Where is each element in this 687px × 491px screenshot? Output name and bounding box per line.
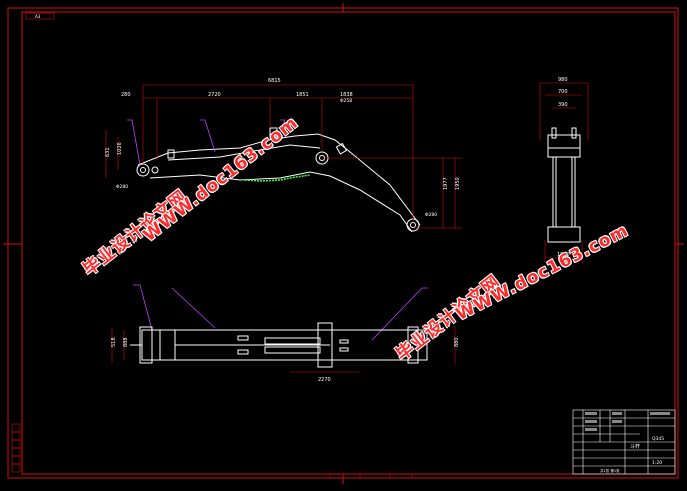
dim-left-1: 631 (105, 147, 111, 157)
hole-left (136, 163, 150, 177)
end-view (547, 127, 581, 243)
hole-label-2: Φ258 (340, 98, 352, 104)
dim-top-2: 2720 (208, 92, 221, 98)
dim-top-3: 1851 (296, 92, 309, 98)
plan-dim-right: 880 (454, 337, 460, 347)
corner-tag: A3 (35, 14, 41, 19)
arm-lower-edge (149, 171, 413, 233)
title-material: Q345 (652, 436, 664, 442)
plan-dim-bottom: 2270 (318, 377, 331, 383)
lug-mid (269, 127, 278, 138)
plan-view (130, 322, 428, 368)
plan-view-dims (111, 326, 456, 373)
side-view (136, 127, 421, 233)
arm-upper-edge (137, 133, 421, 226)
margin-ticks (11, 423, 21, 473)
hole-small (151, 166, 159, 174)
dim-overall: 6815 (268, 78, 281, 84)
title-sheet: 共1张 第1张 (600, 468, 620, 473)
end-dim-4: 1810 (557, 252, 570, 258)
leaders (127, 119, 428, 341)
title-part-name: 斗杆 (630, 443, 640, 450)
hole-label-1: Φ280 (116, 184, 128, 190)
end-view-foot (547, 226, 581, 243)
lug-right (335, 142, 348, 155)
arm-inner-edge (167, 144, 321, 161)
dim-right-1: 1977 (443, 177, 449, 190)
lug-left (167, 149, 175, 159)
dim-top-1: 280 (121, 92, 131, 98)
title-block-fills (585, 412, 670, 431)
title-scale: 1:20 (652, 460, 662, 466)
plan-dim-left-2: 888 (123, 337, 129, 347)
dim-right-2: 1950 (455, 177, 461, 190)
hole-right (406, 218, 420, 232)
side-view-dims (105, 84, 462, 229)
title-block (572, 409, 676, 475)
corner-tag-box (25, 12, 55, 20)
end-dim-2: 700 (558, 89, 568, 95)
dim-left-2: 1026 (117, 142, 123, 155)
end-dim-1: 980 (558, 77, 568, 83)
hole-label-3: Φ280 (425, 212, 437, 218)
end-dim-3: 390 (558, 102, 568, 108)
dim-top-4: 1838 (340, 92, 353, 98)
bottom-marks (329, 473, 413, 479)
plan-dim-left-1: 518 (111, 337, 117, 347)
end-view-dims (539, 82, 589, 262)
